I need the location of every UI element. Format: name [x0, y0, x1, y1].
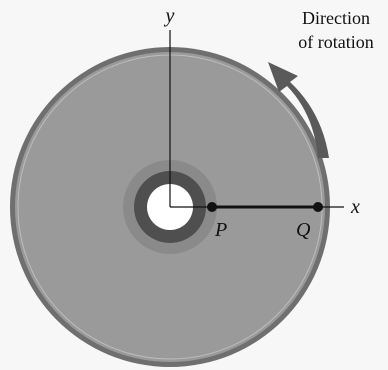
- point-q: [313, 202, 323, 212]
- rotation-caption-line2: of rotation: [298, 32, 373, 52]
- y-axis-label: y: [164, 5, 175, 27]
- x-axis-label: x: [350, 196, 360, 218]
- point-q-label: Q: [296, 219, 311, 241]
- point-p: [207, 202, 217, 212]
- rotation-arrow-icon: [268, 62, 329, 158]
- point-p-label: P: [214, 219, 227, 241]
- rotation-caption-line1: Direction: [302, 8, 370, 28]
